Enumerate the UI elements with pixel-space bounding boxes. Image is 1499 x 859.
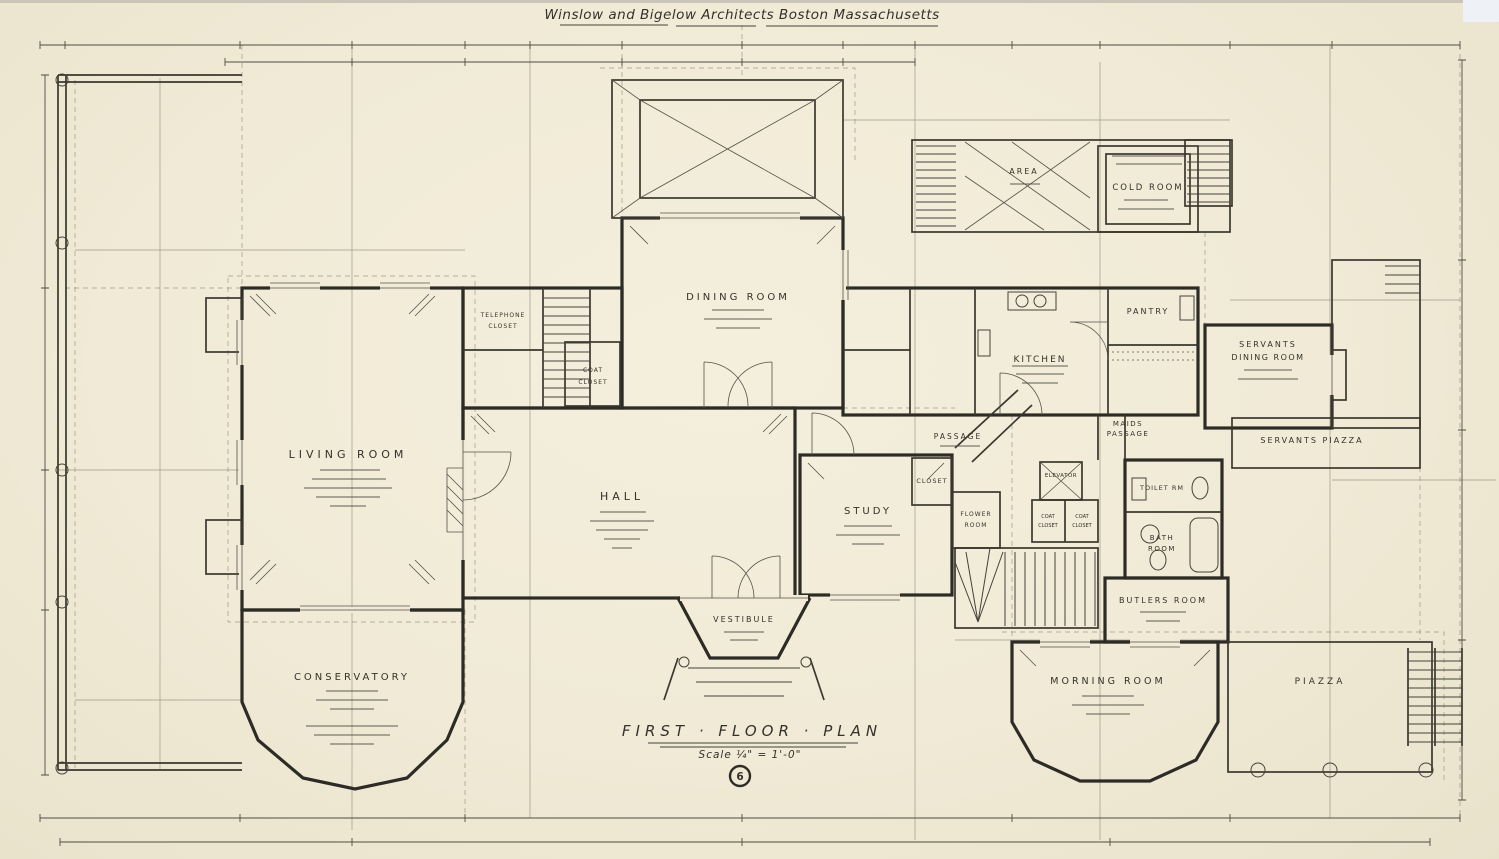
wc-fixture <box>1149 549 1167 571</box>
toilet-fixture <box>1191 476 1209 500</box>
label-telephone-closet-1: TELEPHONE <box>480 312 526 319</box>
wall-coat-closet-hall <box>564 341 621 407</box>
plan-caption: FIRST · FLOOR · PLAN <box>622 722 882 740</box>
label-bath-room-1: BATH <box>1150 534 1175 542</box>
porch-roof-lines <box>611 79 844 219</box>
architects-title: Winslow and Bigelow Architects Boston Ma… <box>544 7 939 23</box>
fireplace-hatch <box>446 467 464 533</box>
wall-servants-piazza <box>1231 417 1421 469</box>
scan-artifacts <box>0 0 1499 22</box>
label-coat-closet-a-1: COAT <box>1041 514 1055 520</box>
wall-cold-room <box>1097 145 1199 233</box>
vestibule-post <box>678 656 690 668</box>
wall-flower-room <box>951 491 1001 549</box>
wall-main-stair <box>954 547 1099 629</box>
label-servants-dining-2: DINING ROOM <box>1231 353 1304 362</box>
label-passage: PASSAGE <box>934 432 982 441</box>
windows <box>236 212 1335 648</box>
wall-east-porch <box>1331 259 1421 429</box>
doors <box>462 321 1109 599</box>
room-labels: LIVING ROOM DINING ROOM HALL STUDY CONSE… <box>289 167 1363 687</box>
label-kitchen: KITCHEN <box>1014 355 1067 365</box>
label-bath-room-2: ROOM <box>1148 545 1176 553</box>
bathtub <box>1189 517 1219 573</box>
label-coat-closet-hall-2: CLOSET <box>578 379 607 386</box>
label-coat-closet-a-2: CLOSET <box>1038 523 1058 529</box>
sink-fixture <box>1131 477 1147 501</box>
lavatory <box>1140 524 1160 544</box>
sheet-number: 6 <box>736 771 743 783</box>
label-cold-room: COLD ROOM <box>1112 183 1183 193</box>
fixtures <box>678 291 1434 778</box>
main-stair-fan <box>954 547 1004 623</box>
label-elevator: ELEVATOR <box>1045 473 1077 479</box>
label-toilet-room: TOILET RM <box>1139 484 1184 492</box>
back-stair <box>543 297 590 398</box>
label-study: STUDY <box>844 506 892 517</box>
pantry-sink <box>1179 295 1195 321</box>
wall-stair-topright <box>1184 139 1233 207</box>
label-coat-closet-hall-1: COAT <box>583 367 603 374</box>
wall-hall <box>461 406 797 600</box>
terrace <box>55 73 242 775</box>
hatching <box>249 79 1211 667</box>
vestibule-steps <box>688 667 800 697</box>
label-coat-closet-b-1: COAT <box>1075 514 1089 520</box>
piazza-column <box>1322 762 1338 778</box>
label-flower-room-2: ROOM <box>965 522 988 529</box>
vestibule-post <box>800 656 812 668</box>
pantry-shelves <box>1112 351 1194 361</box>
projection-lines <box>58 25 1496 840</box>
corner-ticks <box>249 225 1211 667</box>
label-maids-passage-2: PASSAGE <box>1107 430 1150 438</box>
plan-scale: Scale ¼" = 1'-0" <box>699 749 802 761</box>
label-vestibule: VESTIBULE <box>713 615 775 624</box>
label-piazza: PIAZZA <box>1295 677 1346 687</box>
label-servants-dining-1: SERVANTS <box>1239 340 1297 349</box>
dimension-lines <box>39 41 1466 846</box>
east-steps <box>1408 651 1462 743</box>
top-right-stair <box>1187 145 1230 203</box>
area-hatch <box>964 141 1091 231</box>
label-telephone-closet-2: CLOSET <box>488 323 517 330</box>
main-stair-treads <box>1004 552 1096 626</box>
label-flower-room-1: FLOWER <box>960 511 991 518</box>
service-court-stair <box>916 145 956 227</box>
wall-morning-room <box>1010 640 1220 783</box>
wall-closet <box>911 457 953 506</box>
walls-main <box>240 216 1334 791</box>
east-porch-steps <box>1385 265 1420 294</box>
wall-study <box>798 453 954 597</box>
stairs <box>543 145 1462 743</box>
label-dining-room: DINING ROOM <box>686 292 790 303</box>
label-closet: CLOSET <box>916 477 947 485</box>
piazza-column <box>1250 762 1266 778</box>
wall-butlers-room <box>1103 576 1230 644</box>
label-morning-room: MORNING ROOM <box>1050 676 1165 687</box>
piazza-column <box>1418 762 1434 778</box>
label-hall: HALL <box>600 490 644 503</box>
label-pantry: PANTRY <box>1127 307 1170 316</box>
kitchen-sink <box>977 329 991 357</box>
title-block-bottom: FIRST · FLOOR · PLAN Scale ¼" = 1'-0" 6 <box>622 722 882 788</box>
sheet-number-circle <box>728 764 752 788</box>
label-living-room: LIVING ROOM <box>289 448 408 461</box>
label-area: AREA <box>1009 167 1039 176</box>
note-squiggles <box>304 155 1298 745</box>
label-conservatory: CONSERVATORY <box>294 672 410 683</box>
label-servants-piazza: SERVANTS PIAZZA <box>1260 436 1363 445</box>
kitchen-range <box>1007 291 1057 311</box>
label-coat-closet-b-2: CLOSET <box>1072 523 1092 529</box>
label-butlers-room: BUTLERS ROOM <box>1119 596 1207 605</box>
title-block-top: Winslow and Bigelow Architects Boston Ma… <box>544 7 939 27</box>
wall-piazza <box>1227 641 1433 773</box>
wall-conservatory <box>240 608 465 791</box>
wall-dining-room <box>620 216 845 410</box>
walls-thin <box>205 79 1463 773</box>
wall-vestibule <box>676 596 812 660</box>
label-maids-passage-1: MAIDS <box>1113 420 1143 428</box>
